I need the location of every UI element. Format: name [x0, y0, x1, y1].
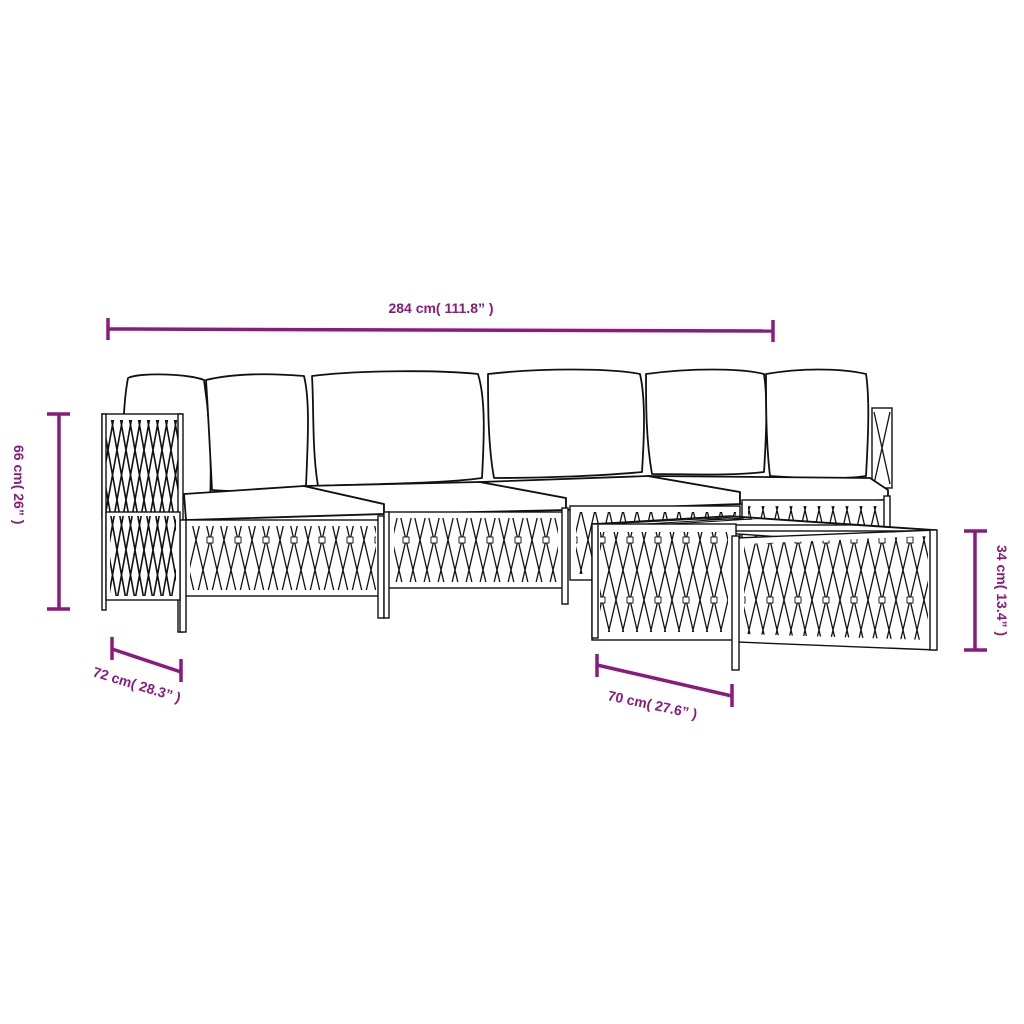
back-cushion-6 [765, 368, 870, 480]
table-width-label: 70 cm( 27.6” ) [606, 687, 698, 722]
back-cushion-4 [487, 368, 645, 479]
coffee-table [591, 515, 938, 671]
total-width-label: 284 cm( 111.8” ) [388, 300, 493, 316]
table-height-label: 34 cm( 13.4” ) [994, 545, 1010, 636]
height-label: 66 cm( 26” ) [11, 445, 27, 524]
dimension-table-height: 34 cm( 13.4” ) [964, 529, 1010, 652]
dimension-total-width: 284 cm( 111.8” ) [106, 300, 775, 342]
right-armrest [871, 407, 893, 489]
lounge-set-drawing [101, 368, 938, 671]
back-cushion-3 [311, 370, 485, 487]
left-armrest [101, 413, 184, 633]
back-cushion-5 [645, 368, 768, 476]
back-cushion-2 [205, 373, 309, 493]
dimension-height: 66 cm( 26” ) [11, 412, 70, 611]
dimension-depth: 72 cm( 28.3” ) [91, 637, 183, 705]
dimension-table-width: 70 cm( 27.6” ) [595, 654, 734, 722]
